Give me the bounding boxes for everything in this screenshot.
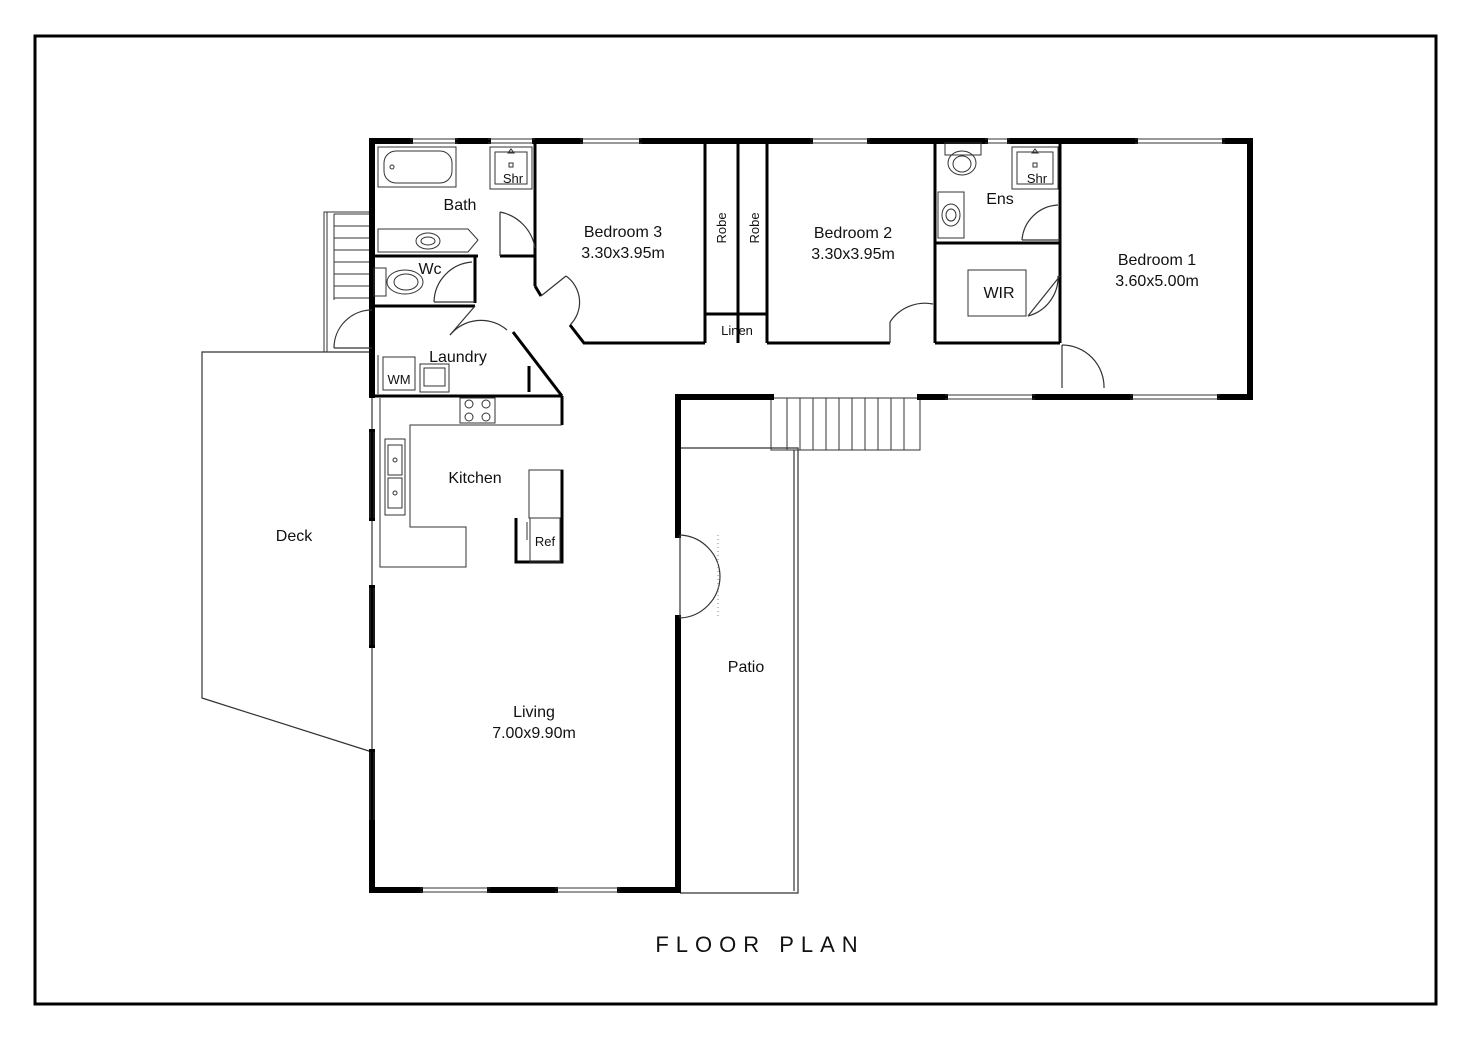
interior-walls (370, 141, 1062, 425)
room-label-patio: Patio (728, 659, 765, 676)
room-label-living: Living (513, 704, 555, 721)
fixture-label-fridge: Ref (535, 534, 556, 549)
windows (369, 138, 1225, 893)
room-label-wc: Wc (418, 261, 441, 278)
room-label-ens: Ens (986, 191, 1014, 208)
kitchen-benches (379, 397, 564, 568)
room-label-bedroom-3: Bedroom 3 (584, 224, 662, 241)
fixture-label-ens-shower: Shr (1027, 171, 1048, 186)
bathroom-fixtures (373, 142, 1059, 394)
fixture-label-bath-shower: Shr (503, 171, 524, 186)
room-label-linen: Linen (721, 323, 753, 338)
room-size-living: 7.00x9.90m (492, 725, 576, 742)
doors (333, 204, 1105, 619)
room-label-bedroom-1: Bedroom 1 (1118, 252, 1196, 269)
room-size-bedroom-3: 3.30x3.95m (581, 245, 665, 262)
stairs-patio (770, 397, 921, 451)
room-size-bedroom-1: 3.60x5.00m (1115, 273, 1199, 290)
plan-title: FLOOR PLAN (655, 932, 864, 957)
room-size-bedroom-2: 3.30x3.95m (811, 246, 895, 263)
room-label-laundry: Laundry (429, 349, 487, 366)
room-label-robe-left: Robe (714, 212, 729, 243)
room-label-kitchen: Kitchen (448, 470, 501, 487)
patio-outline (680, 447, 799, 894)
exterior-walls (369, 138, 1253, 893)
fridge (514, 470, 564, 564)
room-label-robe-right: Robe (747, 212, 762, 243)
stairs-left (323, 211, 373, 353)
room-label-bath: Bath (444, 197, 477, 214)
page-frame (33, 34, 1438, 1006)
room-label-wir: WIR (983, 285, 1014, 302)
room-label-deck: Deck (276, 528, 313, 545)
fixture-label-washing-machine: WM (387, 372, 410, 387)
room-label-bedroom-2: Bedroom 2 (814, 225, 892, 242)
